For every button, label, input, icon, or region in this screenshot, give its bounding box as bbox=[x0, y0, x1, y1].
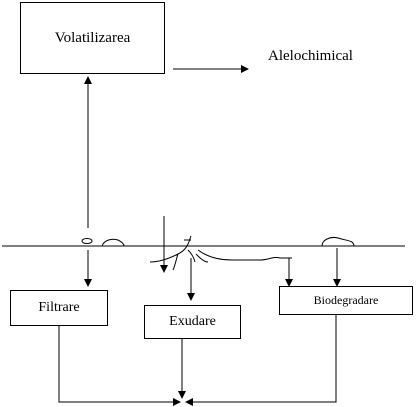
particle-left bbox=[81, 238, 93, 244]
node-volatilizare: Volatilizarea bbox=[20, 2, 165, 74]
node-filtrare-label: Filtrare bbox=[38, 300, 80, 315]
node-alelochimical: Alelochimical bbox=[268, 48, 353, 64]
node-volatilizare-label: Volatilizarea bbox=[54, 29, 131, 46]
node-filtrare: Filtrare bbox=[10, 290, 108, 326]
node-exudare-label: Exudare bbox=[169, 314, 216, 329]
particle-mid bbox=[101, 238, 125, 247]
connector-filtrare-bottom bbox=[58, 326, 181, 406]
connector-biodegradare-bottom bbox=[185, 315, 337, 406]
node-exudare: Exudare bbox=[144, 305, 241, 339]
node-biodegradare-label: Biodegradare bbox=[313, 293, 379, 307]
particle-right bbox=[321, 237, 355, 247]
node-biodegradare: Biodegradare bbox=[279, 286, 413, 315]
plant-roots bbox=[149, 235, 292, 271]
